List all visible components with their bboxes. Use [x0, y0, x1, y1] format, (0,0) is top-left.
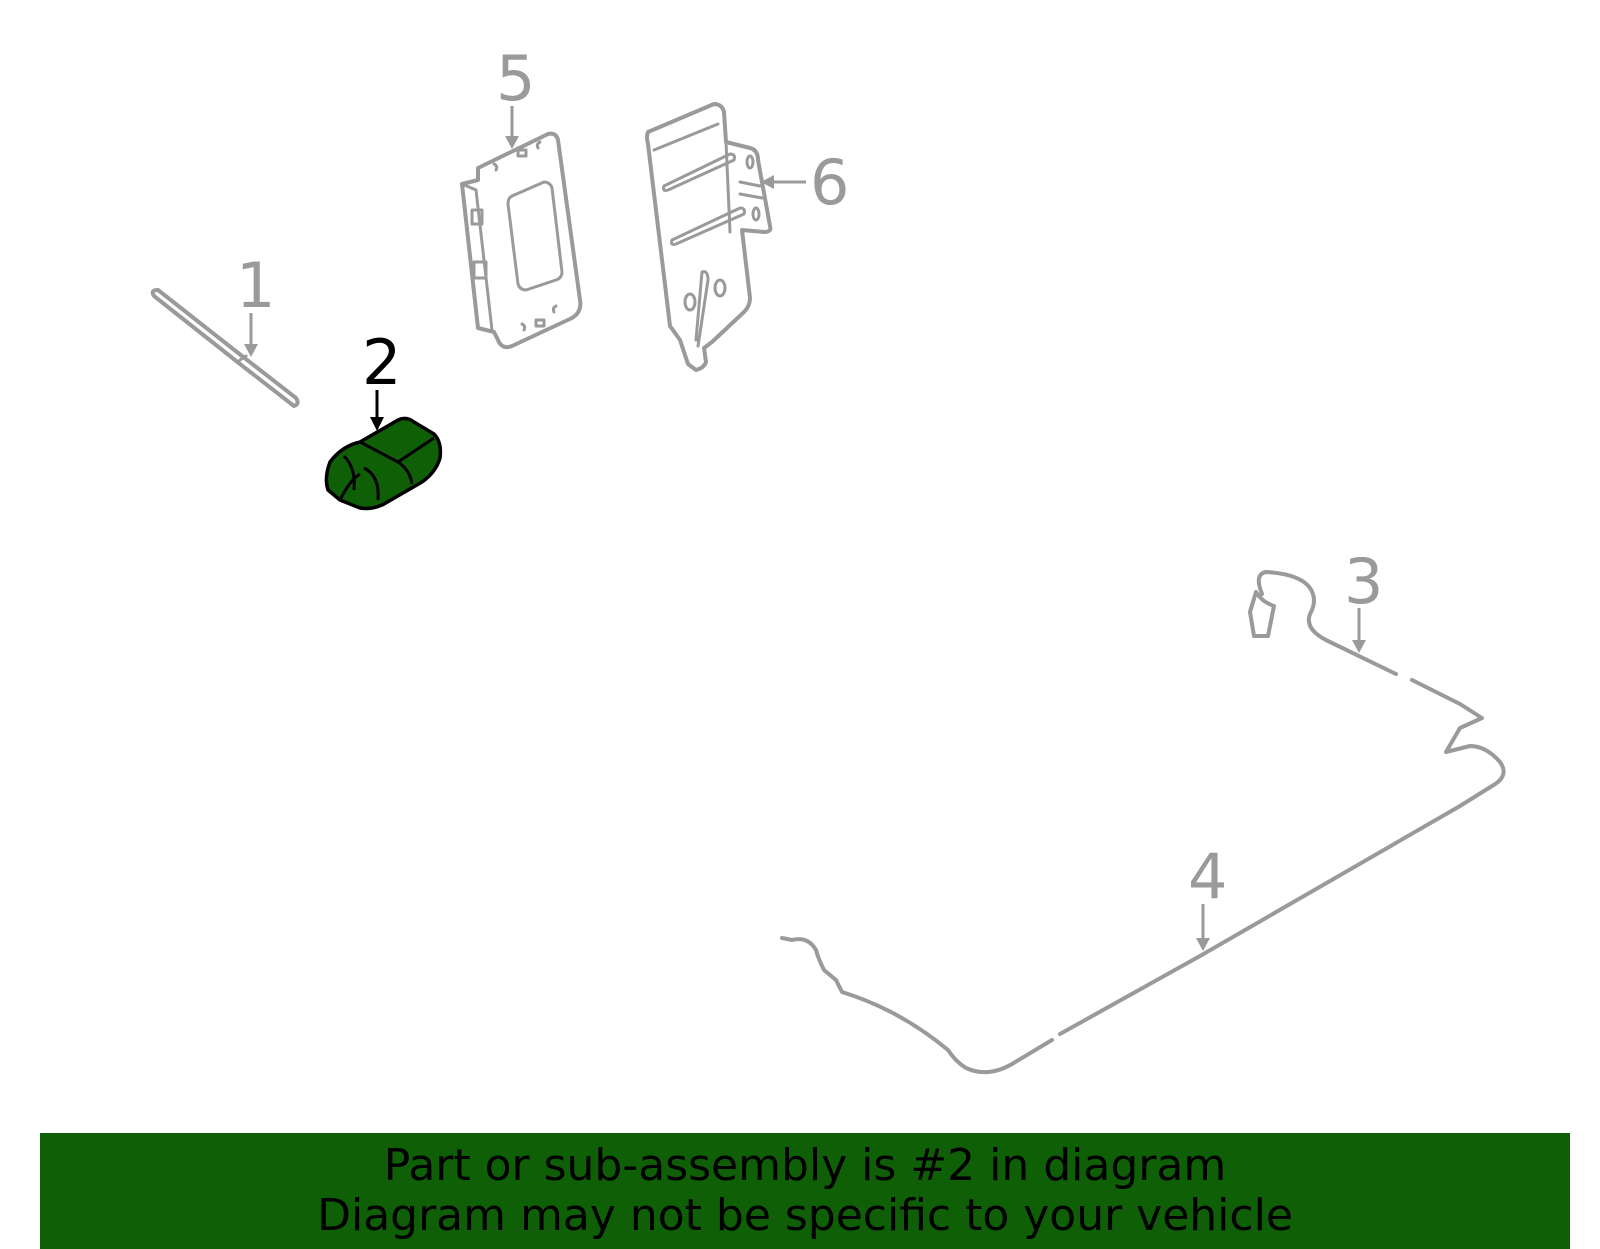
callout-3-arrowhead [1352, 640, 1366, 653]
callout-2[interactable]: 2 [362, 326, 401, 399]
callout-5-arrowhead [505, 136, 519, 149]
callout-1[interactable]: 1 [236, 249, 275, 322]
part-5-control-module[interactable] [460, 131, 583, 350]
part-1-antenna-rod[interactable] [150, 288, 300, 408]
info-banner: Part or sub-assembly is #2 in diagram Di… [40, 1133, 1570, 1249]
callout-4-arrowhead [1196, 938, 1210, 951]
callout-1-arrowhead [244, 344, 258, 357]
callout-6[interactable]: 6 [810, 146, 849, 219]
callout-5[interactable]: 5 [496, 42, 535, 115]
callout-2-arrowhead [370, 417, 384, 431]
part-4-cable[interactable] [780, 784, 1494, 1075]
banner-line-1: Part or sub-assembly is #2 in diagram [383, 1140, 1227, 1191]
banner-line-2: Diagram may not be specific to your vehi… [317, 1190, 1293, 1241]
callout-4[interactable]: 4 [1188, 840, 1227, 913]
part-6-bracket[interactable] [645, 102, 773, 372]
callout-6-arrowhead [761, 175, 774, 189]
part-2-module[interactable] [324, 416, 443, 511]
part-3-cable[interactable] [1248, 570, 1506, 788]
callout-3[interactable]: 3 [1344, 545, 1383, 618]
